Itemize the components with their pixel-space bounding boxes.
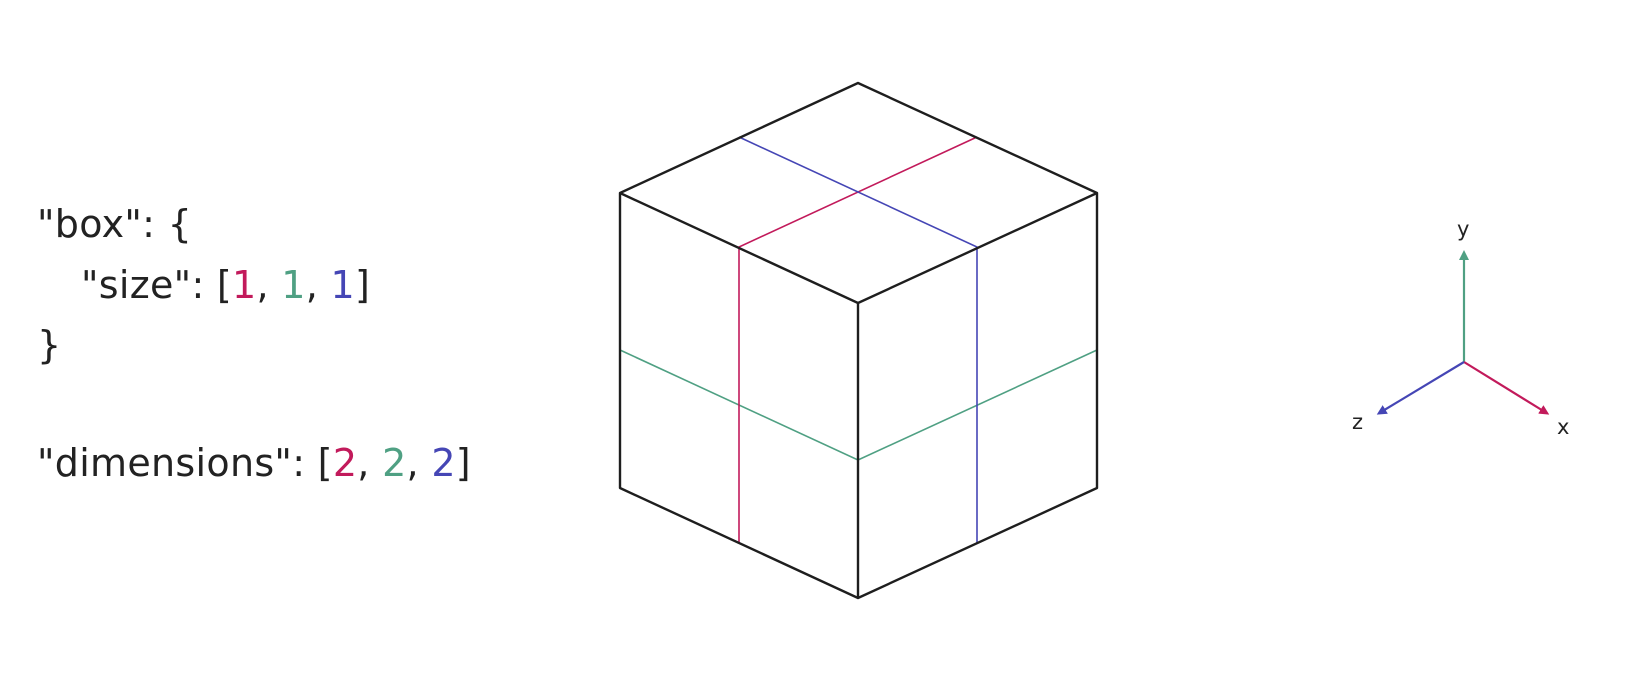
z-axis-label: z: [1352, 410, 1363, 434]
size-y-value: 1: [281, 263, 306, 307]
size-z-value: 1: [330, 263, 356, 307]
json-code-block: "box": { "size": [1, 1, 1] } "dimensions…: [37, 0, 471, 482]
dim-close-bracket: ]: [455, 441, 471, 485]
z-axis-arrow: [1376, 361, 1465, 415]
dim-x-value: 2: [332, 441, 358, 485]
axis-gizmo: [1376, 250, 1550, 415]
box-open-line: "box": {: [37, 202, 193, 246]
x-axis-label: x: [1557, 415, 1569, 439]
y-axis-label: y: [1457, 217, 1469, 241]
dim-y-value: 2: [382, 441, 407, 485]
dimensions-prefix: "dimensions": [: [37, 441, 333, 485]
dim-comma-2: ,: [406, 441, 432, 485]
size-close-bracket: ]: [355, 263, 371, 307]
x-axis-arrow: [1463, 361, 1550, 415]
dim-comma-1: ,: [357, 441, 383, 485]
cube-edges: [618, 81, 1099, 600]
dimensions-line: "dimensions": [2, 2, 2]: [37, 444, 471, 482]
size-x-value: 1: [232, 263, 257, 307]
size-line: "size": [1, 1, 1]: [81, 266, 370, 304]
size-prefix: "size": [: [81, 263, 233, 307]
size-comma-1: ,: [256, 263, 282, 307]
dim-z-value: 2: [431, 441, 456, 485]
size-comma-2: ,: [305, 263, 331, 307]
cube-front-edges: [619, 191, 1098, 305]
box-close-line: }: [37, 323, 62, 367]
